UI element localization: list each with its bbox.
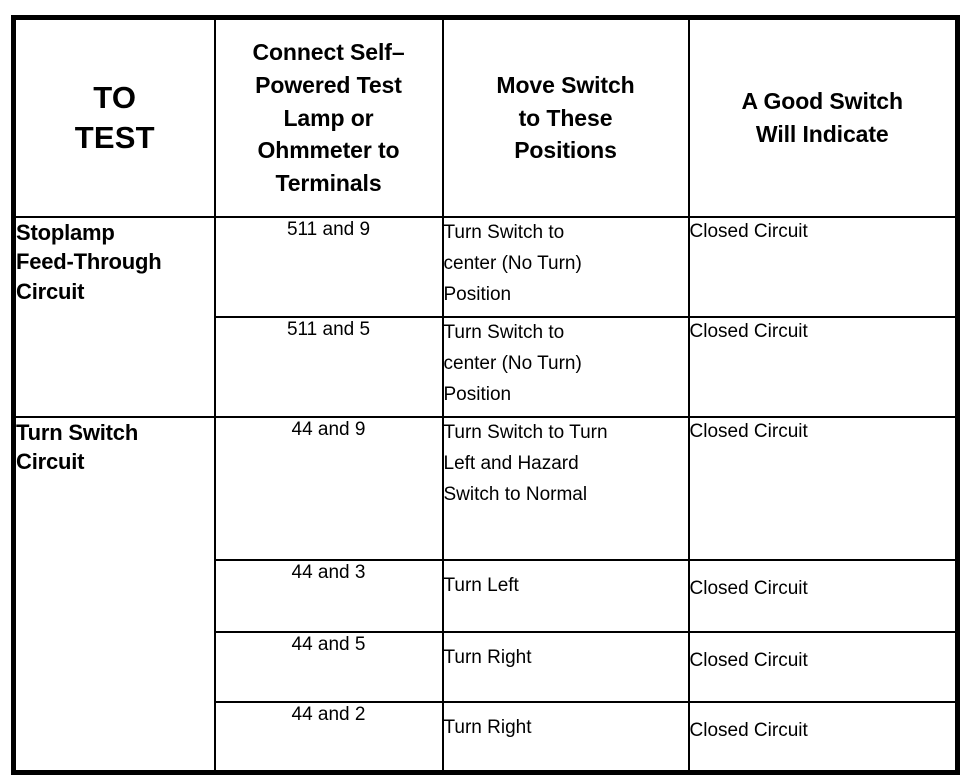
cell-position: Turn Left: [441, 559, 690, 633]
terminals-value: 44 and 3: [291, 562, 366, 583]
terminals-value: 44 and 9: [291, 419, 366, 440]
cell-terminals: 44 and 2: [213, 701, 444, 773]
group-label-line1: Turn Switch: [16, 420, 139, 445]
indicate-value: Closed Circuit: [689, 720, 808, 741]
cell-indicate: Closed Circuit: [687, 631, 959, 703]
group-label-line3: Circuit: [16, 278, 85, 304]
cell-position: Turn Right: [441, 701, 690, 773]
group-label-turn-switch-circuit: Turn Switch Circuit: [12, 416, 216, 773]
cell-indicate: Closed Circuit: [687, 559, 959, 633]
cell-indicate: Closed Circuit: [687, 316, 959, 418]
column-header-terminals-line2: Powered Test: [255, 71, 402, 98]
column-header-indicate-line2: Will Indicate: [755, 121, 889, 147]
column-header-indicate-line1: A Good Switch: [741, 88, 904, 115]
column-header-indicate: A Good Switch Will Indicate: [687, 16, 959, 218]
position-line3: Switch to Normal: [443, 483, 588, 505]
table-row: 44 and 2 Turn Right Closed Circuit: [14, 701, 959, 773]
position-line1: Turn Switch to: [443, 222, 565, 243]
terminals-value: 44 and 5: [291, 634, 366, 655]
column-header-to-test: TO TEST: [12, 16, 216, 218]
column-header-terminals-line3: Lamp or: [283, 104, 374, 131]
cell-position: Turn Switch to Turn Left and Hazard Swit…: [441, 416, 690, 561]
column-header-positions-line3: Positions: [514, 137, 617, 164]
cell-position: Turn Switch to center (No Turn) Position: [441, 316, 690, 418]
indicate-value: Closed Circuit: [689, 221, 808, 242]
position-line1: Turn Switch to Turn: [443, 422, 608, 443]
cell-terminals: 511 and 9: [213, 216, 444, 318]
cell-position: Turn Right: [441, 631, 690, 703]
position-line3: Position: [443, 383, 512, 405]
terminals-value: 511 and 9: [286, 219, 371, 240]
indicate-value: Closed Circuit: [689, 421, 808, 442]
cell-position: Turn Switch to center (No Turn) Position: [441, 216, 690, 318]
table-header-row: TO TEST Connect Self– Powered Test Lamp …: [12, 16, 959, 218]
position-line1: Turn Left: [443, 575, 519, 596]
position-line3: Position: [443, 283, 512, 305]
column-header-positions-line1: Move Switch: [496, 71, 635, 98]
column-header-terminals-line4: Ohmmeter to: [257, 137, 400, 164]
table-row: Stoplamp Feed-Through Circuit 511 and 9 …: [12, 216, 959, 418]
position-line1: Turn Right: [443, 717, 532, 738]
column-header-terminals-line5: Terminals: [275, 170, 382, 197]
column-header-to-test-line2: TEST: [74, 120, 155, 155]
group-label-line2: Circuit: [16, 449, 85, 475]
table-row: Turn Switch Circuit 44 and 9 Turn Switch…: [12, 416, 959, 773]
cell-terminals: 44 and 9: [213, 416, 444, 561]
switch-test-table: TO TEST Connect Self– Powered Test Lamp …: [11, 15, 960, 775]
group-label-line1: Stoplamp: [16, 220, 115, 245]
position-line2: center (No Turn): [443, 352, 582, 374]
position-line2: center (No Turn): [443, 252, 582, 274]
position-line1: Turn Switch to: [443, 322, 565, 343]
cell-indicate: Closed Circuit: [687, 216, 959, 318]
cell-terminals: 44 and 3: [213, 559, 444, 633]
group-label-line2: Feed-Through: [16, 249, 162, 275]
column-header-positions-line2: to These: [518, 104, 613, 131]
column-header-terminals: Connect Self– Powered Test Lamp or Ohmme…: [213, 16, 444, 218]
column-header-positions: Move Switch to These Positions: [441, 16, 690, 218]
cell-indicate: Closed Circuit: [687, 416, 959, 561]
cell-terminals: 511 and 5: [213, 316, 444, 418]
terminals-value: 44 and 2: [291, 704, 366, 725]
table-row: 511 and 5 Turn Switch to center (No Turn…: [14, 316, 959, 418]
column-header-to-test-line1: TO: [93, 79, 137, 115]
position-line1: Turn Right: [443, 647, 532, 668]
cell-indicate: Closed Circuit: [687, 701, 959, 773]
position-line2: Left and Hazard: [443, 452, 579, 474]
indicate-value: Closed Circuit: [689, 578, 808, 599]
terminals-value: 511 and 5: [286, 319, 371, 340]
table-row: 44 and 5 Turn Right Closed Circuit: [14, 631, 959, 703]
column-header-terminals-line1: Connect Self–: [252, 38, 405, 65]
table-row: 44 and 3 Turn Left Closed Circuit: [14, 559, 959, 633]
group-label-stoplamp-feed-through-circuit: Stoplamp Feed-Through Circuit: [12, 216, 216, 418]
indicate-value: Closed Circuit: [689, 650, 808, 671]
indicate-value: Closed Circuit: [689, 321, 808, 342]
cell-terminals: 44 and 5: [213, 631, 444, 703]
